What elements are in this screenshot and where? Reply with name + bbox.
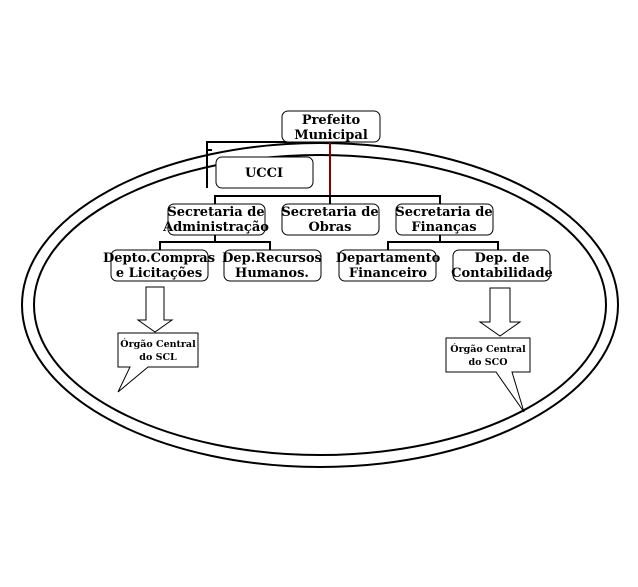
node-ucci-label: UCCI: [245, 166, 283, 181]
node-dep-contabilidade: Dep. de Contabilidade: [451, 249, 553, 282]
node-depto-compras-line2: e Licitações: [116, 266, 202, 281]
callout-sco-line1: Órgão Central: [450, 343, 526, 355]
node-prefeito: Prefeito Municipal: [281, 110, 381, 143]
node-sec-financas-line1: Secretaria de: [395, 205, 492, 220]
outer-ellipse: [21, 142, 619, 468]
callout-sco-line2: do SCO: [469, 357, 508, 368]
node-sec-admin: Secretaria de Administração: [162, 203, 269, 236]
node-prefeito-line2: Municipal: [294, 128, 368, 143]
callout-scl-line1: Órgão Central: [120, 338, 196, 350]
node-dep-financeiro-line2: Financeiro: [349, 266, 427, 281]
node-dep-rh-line1: Dep.Recursos: [222, 251, 322, 266]
callout-scl-line2: do SCL: [139, 352, 177, 363]
node-ucci: UCCI: [215, 156, 314, 189]
node-sec-obras-line1: Secretaria de: [281, 205, 378, 220]
node-dep-contabilidade-line2: Contabilidade: [451, 266, 553, 281]
inner-ellipse: [33, 154, 607, 456]
node-dep-financeiro: Departamento Financeiro: [336, 249, 441, 282]
node-dep-rh: Dep.Recursos Humanos.: [222, 249, 322, 282]
node-depto-compras-line1: Depto.Compras: [103, 251, 215, 266]
node-sec-admin-line1: Secretaria de: [167, 205, 264, 220]
node-sec-obras: Secretaria de Obras: [281, 203, 380, 236]
node-sec-financas-line2: Finanças: [411, 220, 476, 235]
node-depto-compras: Depto.Compras e Licitações: [103, 249, 215, 282]
arrow-down-scl-icon: [136, 286, 174, 333]
node-prefeito-line1: Prefeito: [302, 113, 361, 128]
node-sec-admin-line2: Administração: [162, 220, 269, 235]
arrow-down-sco-icon: [478, 287, 522, 337]
node-dep-financeiro-line1: Departamento: [336, 251, 441, 266]
node-sec-obras-line2: Obras: [308, 220, 351, 235]
node-dep-contabilidade-line1: Dep. de: [474, 251, 529, 266]
callout-orgao-sco: Órgão Central do SCO: [445, 337, 531, 413]
node-sec-financas: Secretaria de Finanças: [395, 203, 494, 236]
node-dep-rh-line2: Humanos.: [235, 266, 309, 281]
callout-orgao-scl: Órgão Central do SCL: [117, 332, 199, 393]
